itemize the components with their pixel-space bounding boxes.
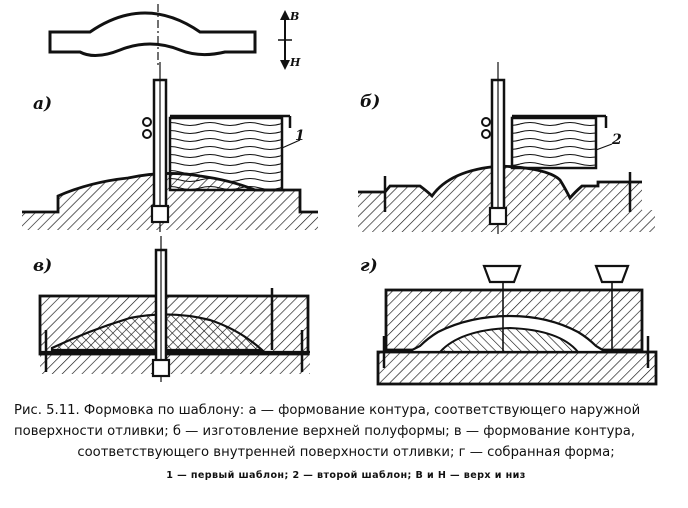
panel-a-label: а) (33, 94, 53, 114)
panel-b-drawing (358, 62, 655, 234)
figure-caption: Рис. 5.11. Формовка по шаблону: а — форм… (14, 400, 678, 486)
caption-legend: 1 — первый шаблон; 2 — второй шаблон; В … (166, 470, 526, 481)
panel-g-label: г) (360, 256, 378, 276)
panel-b-label: б) (360, 92, 381, 112)
panel-v-drawing (38, 236, 310, 382)
caption-line-2: поверхности отливки; б — изготовление ве… (14, 424, 636, 439)
panel-g-drawing (376, 264, 658, 386)
axis-top-label: В (290, 10, 300, 23)
template-2-label: 2 (612, 132, 622, 148)
panel-a-drawing (22, 62, 318, 232)
panel-v-label: в) (33, 256, 53, 276)
casting-profile (48, 4, 257, 68)
template-1-label: 1 (295, 128, 305, 144)
caption-line-1: Рис. 5.11. Формовка по шаблону: а — форм… (14, 403, 641, 418)
axis-bottom-label: Н (290, 56, 301, 69)
vertical-direction-arrow (278, 10, 292, 70)
caption-line-3: соответствующего внутренней поверхности … (77, 445, 615, 460)
